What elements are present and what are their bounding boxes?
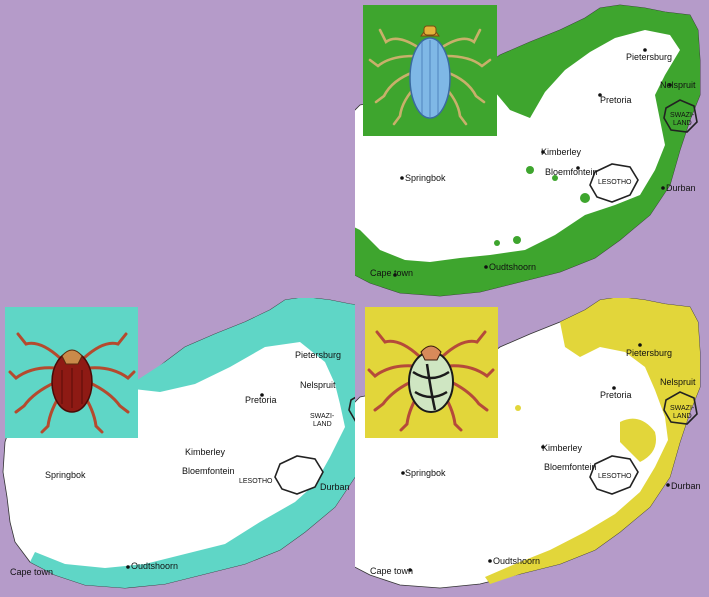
range-area bbox=[355, 5, 700, 296]
city-dot bbox=[393, 273, 397, 277]
label-kimberley: Kimberley bbox=[542, 443, 583, 453]
label-swaziland-1: SWAZI- bbox=[310, 413, 335, 420]
label-durban: Durban bbox=[671, 481, 701, 491]
range-patch bbox=[494, 240, 500, 246]
range-patch bbox=[552, 175, 558, 181]
city-dot bbox=[484, 265, 488, 269]
label-swaziland-2: LAND bbox=[313, 421, 332, 428]
map-bottom-right-labels: Pietersburg Pretoria Nelspruit SWAZI- LA… bbox=[370, 343, 701, 576]
label-swaziland-1: SWAZI- bbox=[670, 112, 695, 119]
city-dot bbox=[661, 186, 665, 190]
label-durban: Durban bbox=[666, 183, 696, 193]
label-lesotho: LESOTHO bbox=[598, 473, 632, 480]
label-swaziland-2: LAND bbox=[673, 120, 692, 127]
label-pietersburg: Pietersburg bbox=[295, 350, 341, 360]
city-dot bbox=[401, 471, 405, 475]
city-dot bbox=[408, 568, 412, 572]
label-kimberley: Kimberley bbox=[541, 147, 582, 157]
label-lesotho: LESOTHO bbox=[239, 478, 273, 485]
label-nelspruit: Nelspruit bbox=[660, 377, 696, 387]
label-lesotho: LESOTHO bbox=[598, 179, 632, 186]
label-pietersburg: Pietersburg bbox=[626, 52, 672, 62]
label-kimberley: Kimberley bbox=[185, 447, 226, 457]
ornate-tick-icon bbox=[367, 330, 495, 432]
label-bloemfontein: Bloemfontein bbox=[182, 466, 235, 476]
label-oudtshoorn: Oudtshoorn bbox=[493, 556, 540, 566]
label-bloemfontein: Bloemfontein bbox=[545, 167, 598, 177]
city-dot bbox=[666, 483, 670, 487]
range-patch bbox=[580, 193, 590, 203]
label-springbok: Springbok bbox=[405, 173, 446, 183]
city-dot bbox=[541, 445, 545, 449]
city-dot bbox=[643, 48, 647, 52]
label-cape-town: Cape town bbox=[370, 566, 413, 576]
map-bottom-right bbox=[355, 298, 701, 589]
label-pretoria: Pretoria bbox=[245, 395, 277, 405]
inset-top-right bbox=[363, 5, 497, 136]
label-springbok: Springbok bbox=[405, 468, 446, 478]
label-swaziland-2: LAND bbox=[673, 413, 692, 420]
inset-bottom-left bbox=[5, 307, 138, 438]
city-dot bbox=[400, 176, 404, 180]
map-bottom-left-labels: Pietersburg Pretoria Nelspruit SWAZI- LA… bbox=[10, 350, 350, 577]
range-area bbox=[30, 298, 355, 588]
label-pretoria: Pretoria bbox=[600, 95, 632, 105]
city-dot bbox=[126, 565, 130, 569]
blue-tick-icon bbox=[368, 25, 492, 126]
label-nelspruit: Nelspruit bbox=[300, 380, 336, 390]
range-patch bbox=[620, 418, 656, 462]
label-cape-town: Cape town bbox=[370, 268, 413, 278]
map-top-right bbox=[355, 4, 701, 297]
label-swaziland-1: SWAZI- bbox=[670, 405, 695, 412]
city-dot bbox=[598, 93, 602, 97]
range-area bbox=[485, 298, 700, 584]
red-tick-icon bbox=[8, 332, 136, 434]
map-top-right-labels: Pietersburg Pretoria Nelspruit SWAZI- LA… bbox=[370, 48, 696, 278]
label-pretoria: Pretoria bbox=[600, 390, 632, 400]
inset-bottom-right bbox=[365, 307, 498, 438]
city-dot bbox=[668, 83, 672, 87]
label-oudtshoorn: Oudtshoorn bbox=[489, 262, 536, 272]
city-dot bbox=[576, 166, 580, 170]
label-bloemfontein: Bloemfontein bbox=[544, 462, 597, 472]
city-dot bbox=[260, 393, 264, 397]
range-patch bbox=[513, 236, 521, 244]
label-springbok: Springbok bbox=[45, 470, 86, 480]
city-dot bbox=[638, 343, 642, 347]
map-bottom-left bbox=[2, 298, 355, 589]
label-oudtshoorn: Oudtshoorn bbox=[131, 561, 178, 571]
label-cape-town: Cape town bbox=[10, 567, 53, 577]
city-dot bbox=[612, 386, 616, 390]
city-dot bbox=[541, 150, 545, 154]
range-patch bbox=[526, 166, 534, 174]
label-nelspruit: Nelspruit bbox=[660, 80, 696, 90]
label-pietersburg: Pietersburg bbox=[626, 348, 672, 358]
range-patch bbox=[515, 405, 521, 411]
city-dot bbox=[488, 559, 492, 563]
label-durban: Durban bbox=[320, 482, 350, 492]
